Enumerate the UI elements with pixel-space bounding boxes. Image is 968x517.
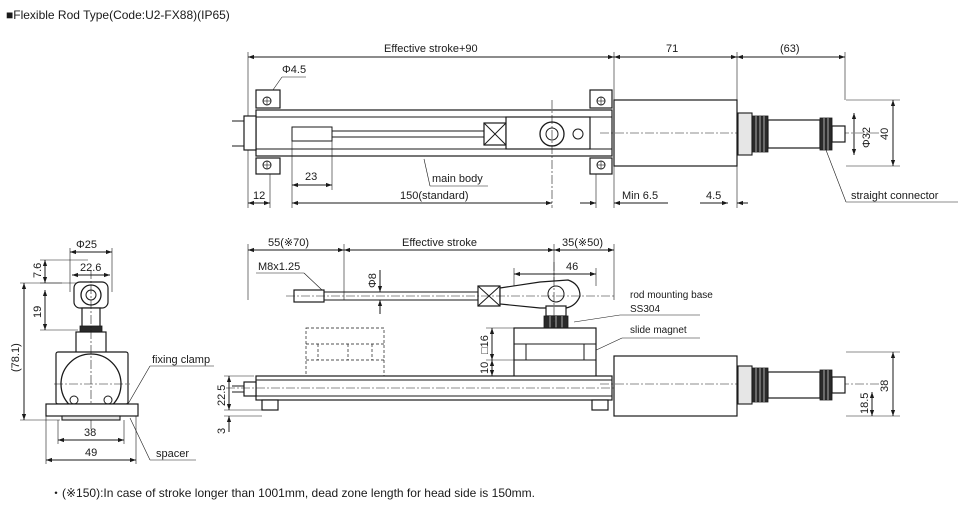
label-slide-magnet: slide magnet <box>630 325 687 336</box>
front-view: 55(※70) Effective stroke 35(※50) M8x1.25… <box>216 237 900 434</box>
dim-150-standard: 150(standard) <box>400 190 469 202</box>
dim-7-6: 7.6 <box>32 263 44 278</box>
dim-55-70: 55(※70) <box>268 237 309 249</box>
dim-phi-25: Φ25 <box>76 239 97 251</box>
label-ss304: SS304 <box>630 304 660 315</box>
dim-min-6-5: Min 6.5 <box>622 190 658 202</box>
dim-49: 49 <box>85 447 97 459</box>
dim-23: 23 <box>305 171 317 183</box>
top-view: Effective stroke+90 71 (63) Φ4.5 <box>232 43 958 208</box>
dim-phi-32: Φ32 <box>861 127 873 148</box>
dim-effective-stroke: Effective stroke <box>402 237 477 249</box>
dim-35-50: 35(※50) <box>562 237 603 249</box>
dim-phi-4-5: Φ4.5 <box>282 64 306 76</box>
label-fixing-clamp: fixing clamp <box>152 354 210 366</box>
dim-78-1: (78.1) <box>10 343 22 372</box>
side-view: Φ25 22.6 7.6 19 (78.1) <box>10 239 214 464</box>
dim-4-5: 4.5 <box>706 190 721 202</box>
footnote: ・(※150):In case of stroke longer than 10… <box>50 486 535 500</box>
dim-10: 10 <box>479 362 491 374</box>
label-straight-connector: straight connector <box>851 190 939 202</box>
dim-effective-stroke-plus-90: Effective stroke+90 <box>384 43 478 55</box>
dim-12: 12 <box>253 190 265 202</box>
dim-38-width: 38 <box>84 427 96 439</box>
dim-18-5: 18.5 <box>859 393 871 414</box>
dim-m8x1-25: M8x1.25 <box>258 261 300 273</box>
dim-63: (63) <box>780 43 800 55</box>
dim-38-height: 38 <box>879 380 891 392</box>
dim-phi-8: Φ8 <box>367 273 379 288</box>
dim-19: 19 <box>32 306 44 318</box>
dim-71: 71 <box>666 43 678 55</box>
dim-46: 46 <box>566 261 578 273</box>
drawing-title: ■Flexible Rod Type(Code:U2-FX88)(IP65) <box>6 8 230 22</box>
label-rod-mounting-base: rod mounting base <box>630 290 713 301</box>
dim-22-6: 22.6 <box>80 262 101 274</box>
dim-40: 40 <box>879 128 891 140</box>
dim-sq-16: □16 <box>479 335 491 354</box>
label-spacer: spacer <box>156 448 189 460</box>
label-main-body: main body <box>432 173 483 185</box>
dim-3: 3 <box>216 428 228 434</box>
dim-22-5: 22.5 <box>216 385 228 406</box>
